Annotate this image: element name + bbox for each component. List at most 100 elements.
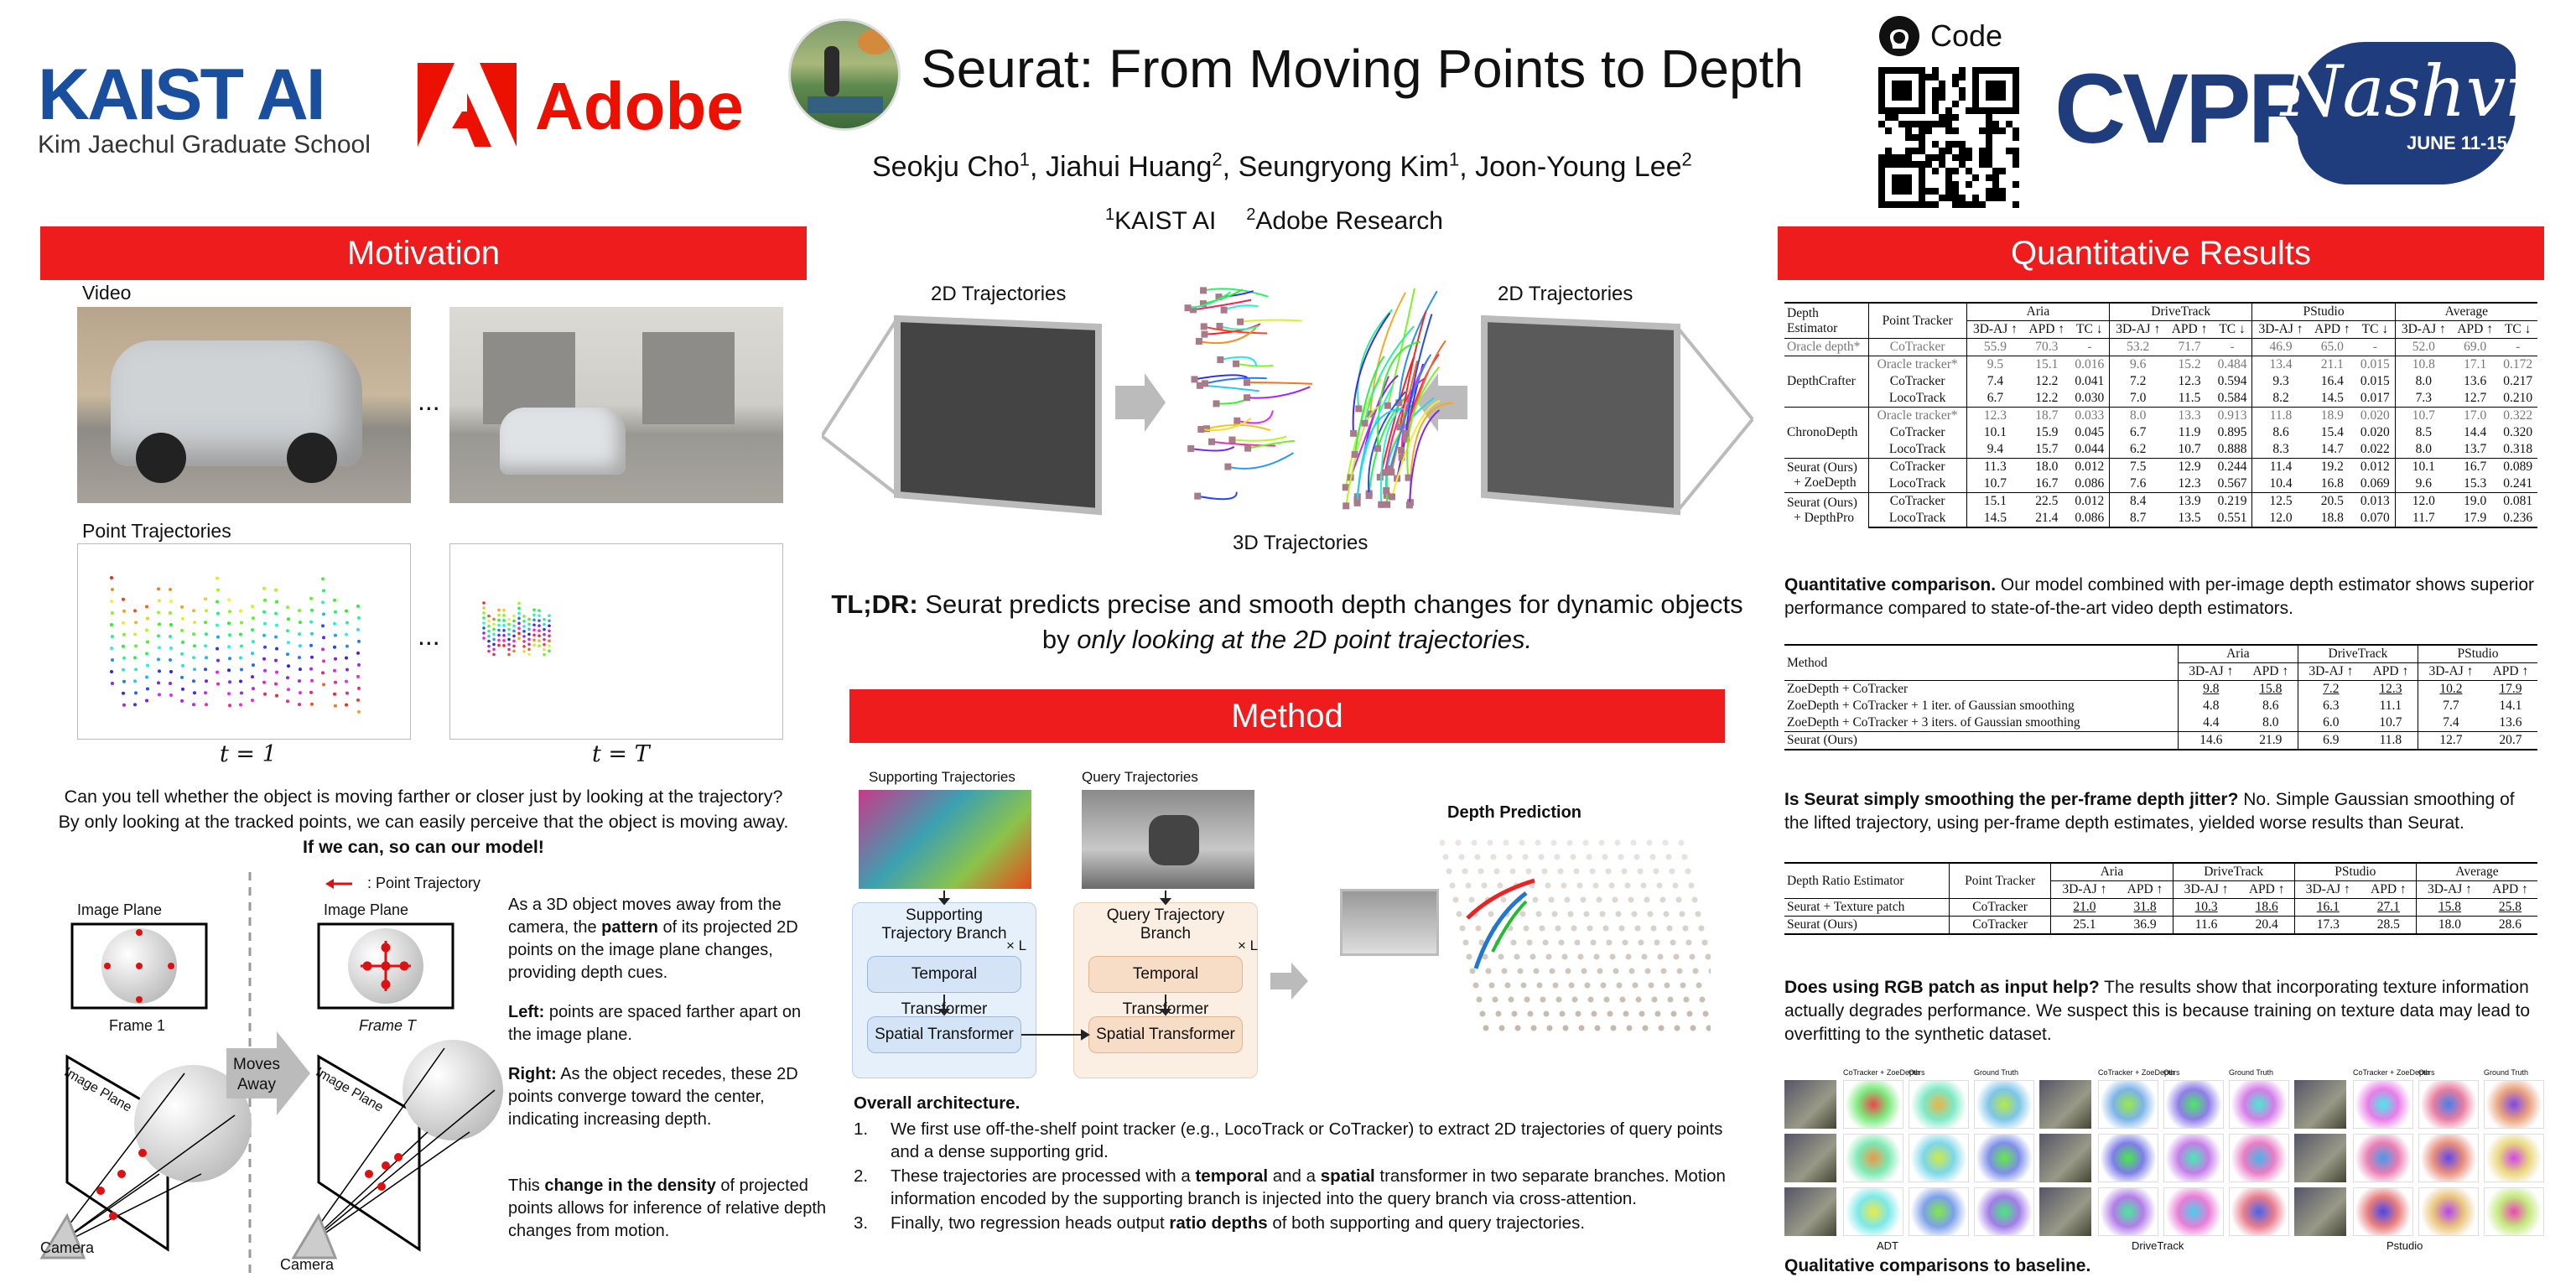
depth-point — [1647, 911, 1654, 917]
depth-point — [1699, 996, 1706, 1003]
trajectory-dot — [157, 657, 160, 662]
depth-point — [1644, 896, 1650, 903]
spatial-transformer-support: Spatial Transformer — [867, 1016, 1021, 1053]
depth-point — [1618, 854, 1624, 860]
qual-result-thumb — [2098, 1134, 2158, 1182]
trajectory-dot — [502, 609, 506, 612]
trajectory-point — [1355, 405, 1363, 413]
depth-point — [1656, 882, 1663, 889]
qual-dataset-label: Pstudio — [2386, 1239, 2423, 1252]
table-cell: 8.6 — [2262, 699, 2279, 713]
trajectory-dot — [357, 686, 361, 690]
table-cell: 52.0 — [2394, 338, 2452, 356]
table-cell: Seurat (Ours)+ ZoeDepth — [1784, 458, 1868, 493]
depth-point — [1571, 925, 1577, 932]
depth-point — [1597, 968, 1603, 974]
trajectory-dot — [180, 675, 184, 679]
table-cell: 8.7 — [2109, 510, 2167, 528]
trajectory-dot — [204, 644, 207, 648]
trajectory-line — [1398, 290, 1438, 403]
qr-code[interactable] — [1878, 67, 2019, 208]
depth-point — [1503, 839, 1509, 846]
estimator-name: Oracle depth* — [1787, 340, 1861, 354]
trajectory-dot — [262, 586, 266, 590]
trajectory-dot — [522, 615, 526, 618]
trajectory-point — [1196, 382, 1203, 389]
depth-point — [1511, 1010, 1518, 1017]
trajectory-dot — [287, 617, 290, 621]
trajectory-dot — [322, 683, 325, 687]
trajectory-dot — [240, 621, 243, 625]
trajectory-dot — [543, 622, 546, 626]
trajectory-dot — [239, 679, 242, 683]
trajectory-dot — [538, 619, 541, 622]
table-cell: PStudio — [2251, 302, 2396, 321]
trajectory-line — [1356, 408, 1405, 503]
trajectory-dot — [252, 616, 255, 621]
trajectory-dot — [492, 647, 496, 652]
table-cell: CoTracker — [1867, 338, 1967, 356]
frame-1-label: Frame 1 — [109, 1017, 166, 1034]
table-cell: 3D-AJ ↑ — [2293, 880, 2361, 899]
table-cell: 9.6 — [2394, 475, 2452, 493]
trajectory-dot — [262, 680, 266, 684]
code-link[interactable]: Code — [1878, 15, 2046, 57]
trajectory-dot — [192, 679, 195, 683]
results-table-1-caption: Quantitative comparison. Our model combi… — [1784, 575, 2535, 618]
trajectory-dot — [251, 675, 254, 679]
trajectory-dot — [111, 635, 114, 638]
table-cell: CoTracker — [1948, 898, 2051, 917]
table-cell: 11.4 — [2251, 458, 2309, 475]
depth-point — [1633, 854, 1640, 860]
step-text: We first use off-the-shelf point tracker… — [891, 1119, 1723, 1161]
table-cell: 0.081 — [2498, 492, 2537, 510]
depth-point — [1650, 925, 1657, 932]
depth-point — [1465, 882, 1472, 889]
table-cell: 0.584 — [2217, 391, 2247, 405]
method-arrows — [937, 891, 1308, 1041]
trajectory-point — [1244, 444, 1252, 452]
trajectory-dot — [507, 632, 511, 636]
trajectory-dot — [345, 679, 348, 683]
trajectory-dot — [287, 641, 290, 645]
depth-point — [1623, 1010, 1629, 1017]
trajectory-dot — [309, 690, 313, 694]
table-cell: 17.9 — [2499, 682, 2522, 696]
affil-name: Adobe Research — [1255, 207, 1443, 235]
trajectory-dot — [158, 693, 161, 697]
table-cell: Seurat (Ours) — [1784, 916, 1950, 935]
trajectory-point — [1215, 293, 1223, 301]
poster-title: Seurat: From Moving Points to Depth — [921, 39, 1804, 99]
table-cell: 71.7 — [2178, 340, 2201, 354]
trajectory-dot — [492, 632, 496, 636]
table-cell: 16.1 — [2293, 898, 2361, 917]
depth-point — [1649, 854, 1656, 860]
table-cell: 8.2 — [2251, 390, 2309, 408]
step-number: 1. — [854, 1119, 869, 1139]
query-trajectories-label: Query Trajectories — [1082, 769, 1198, 785]
trajectory-dot — [527, 652, 531, 657]
trajectory-dot — [275, 670, 278, 674]
trajectory-line — [1352, 312, 1391, 434]
qual-result-thumb — [2418, 1080, 2479, 1129]
trajectory-dot — [169, 635, 172, 639]
table-cell: 0.089 — [2498, 458, 2537, 475]
qual-result-thumb — [2418, 1187, 2479, 1236]
qual-result-thumb — [2353, 1080, 2413, 1129]
trajectory-dot — [239, 703, 242, 707]
depth-point — [1526, 939, 1533, 946]
table-cell: 12.0 — [2394, 492, 2452, 510]
author-affil-sup: 2 — [1681, 149, 1692, 170]
depth-point — [1535, 839, 1541, 846]
depth-point — [1635, 996, 1642, 1003]
trajectory-dot — [193, 667, 196, 672]
qual-col-label: Ground Truth — [2229, 1068, 2274, 1077]
qual-input-thumb — [2039, 1080, 2091, 1129]
table-header-row: 3D-AJ ↑APD ↑3D-AJ ↑APD ↑3D-AJ ↑APD ↑ — [1784, 662, 2537, 681]
estimator-name: + ZoeDepth — [1794, 475, 1857, 490]
trajectory-dot — [122, 609, 126, 613]
depth-track-blue — [1473, 891, 1528, 969]
trajectory-point — [1201, 380, 1208, 387]
